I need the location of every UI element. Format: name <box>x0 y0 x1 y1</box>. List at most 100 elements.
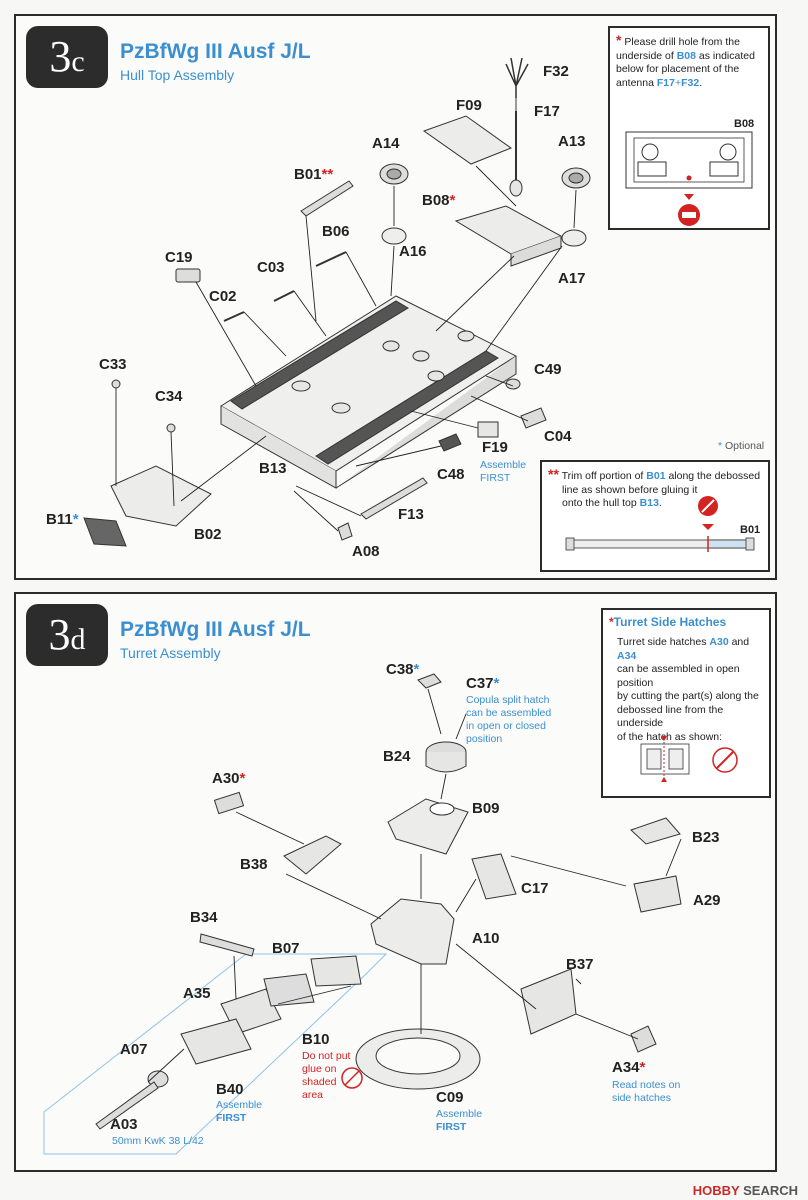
a03-part <box>95 1081 159 1130</box>
hatch-box-line1b: A30 <box>709 636 729 648</box>
a34-note-line2: side hatches <box>612 1092 671 1104</box>
b10-glue-note: Do not put glue on shaded area <box>302 1050 350 1102</box>
c37-note-line1: Copula split hatch <box>466 694 550 706</box>
hatch-box-line5: of the hatch as shown: <box>617 730 723 743</box>
label-c49: C49 <box>534 361 562 378</box>
b11-part <box>83 517 127 547</box>
c04-part <box>520 407 547 429</box>
label-b08: B08* <box>422 192 455 209</box>
a30-part <box>213 791 245 815</box>
step-number-badge: 3d <box>26 604 108 666</box>
hobbysearch-watermark: HOBBY SEARCH <box>693 1183 798 1198</box>
label-a30-text: A30 <box>212 770 240 787</box>
label-b07: B07 <box>272 940 300 957</box>
label-c38-text: C38 <box>386 661 414 678</box>
hatch-box-line1c: and <box>728 636 750 648</box>
label-a35: A35 <box>183 985 211 1002</box>
b10-note-line3: shaded <box>302 1076 337 1088</box>
b10-note-line4: area <box>302 1089 324 1101</box>
label-b40: B40 <box>216 1081 244 1098</box>
drill-note-part-label: B08 <box>734 118 755 130</box>
step-suffix: d <box>70 623 86 656</box>
trim-note-line2: line as shown before gluing it <box>562 483 698 496</box>
a03-gun-note: 50mm KwK 38 L/42 <box>112 1135 204 1147</box>
hatch-cut-diagram <box>640 736 738 782</box>
b23-part <box>630 817 681 845</box>
hatch-box-line4: debossed line from the underside <box>617 703 724 730</box>
drill-note-line4e: . <box>699 76 703 89</box>
b08-drill-diagram <box>625 131 753 226</box>
cutter-icon <box>712 747 738 773</box>
label-b13: B13 <box>259 460 287 477</box>
label-c33: C33 <box>99 356 127 373</box>
trim-note-text: ** Trim off portion of B01 along the deb… <box>548 467 766 511</box>
b40-assemble-note: Assemble FIRST <box>216 1099 262 1125</box>
label-c34: C34 <box>155 388 183 405</box>
label-b01-mark: ** <box>321 166 334 183</box>
b06-part <box>315 251 347 267</box>
label-b38: B38 <box>240 856 268 873</box>
hull-assembly-drawing <box>83 57 591 547</box>
step-title: PzBfWg III Ausf J/L <box>120 40 311 63</box>
label-b01-text: B01 <box>294 166 322 183</box>
leader-lines <box>115 98 577 532</box>
label-a34-mark: * <box>639 1059 646 1076</box>
label-b11-text: B11 <box>46 511 73 528</box>
optional-legend-text: Optional <box>725 440 765 452</box>
label-c48: C48 <box>437 466 465 483</box>
trim-note-line3c: . <box>658 497 662 509</box>
hatch-box-text: Turret side hatches A30 and A34 can be a… <box>617 636 767 744</box>
hatch-box-line1a: Turret side hatches <box>617 636 710 648</box>
a29-part <box>633 875 682 913</box>
label-c17: C17 <box>521 880 549 897</box>
label-b24: B24 <box>383 748 411 765</box>
step-3c-panel: 3c PzBfWg III Ausf J/L Hull Top Assembly <box>14 14 777 580</box>
c34-part <box>166 423 176 433</box>
b40-note-line2: FIRST <box>216 1112 247 1124</box>
b02-part <box>110 465 212 527</box>
step-3d-panel: 3d PzBfWg III Ausf J/L Turret Assembly <box>14 592 777 1172</box>
a34-note: Read notes on side hatches <box>612 1079 680 1105</box>
drill-note-text: * Please drill hole from the underside o… <box>616 32 766 90</box>
drill-note-mark: * <box>616 32 622 48</box>
label-a13: A13 <box>558 133 586 150</box>
label-c09: C09 <box>436 1089 464 1106</box>
drill-note-line2b: B08 <box>676 49 696 62</box>
label-a17: A17 <box>558 270 586 287</box>
label-a29: A29 <box>693 892 721 909</box>
c03-part <box>273 290 295 302</box>
label-a30-mark: * <box>239 770 246 787</box>
step-title: PzBfWg III Ausf J/L <box>120 618 311 641</box>
f32-part <box>505 57 529 98</box>
label-b34: B34 <box>190 909 218 926</box>
label-a03: A03 <box>110 1116 138 1133</box>
trim-note-line3b: B13 <box>639 497 659 509</box>
drill-note-line3: below for placement of the <box>616 63 740 75</box>
c09-assemble-note: Assemble FIRST <box>436 1108 482 1134</box>
label-c37-text: C37 <box>466 675 494 692</box>
label-c04: C04 <box>544 428 572 445</box>
b40-part <box>180 1018 252 1065</box>
label-a34-text: A34 <box>612 1059 640 1076</box>
optional-legend-mark: * <box>718 440 723 452</box>
b10-note-line2: glue on <box>302 1063 337 1075</box>
a16-part <box>381 227 407 245</box>
label-b10: B10 <box>302 1031 330 1048</box>
a10-part <box>370 898 455 965</box>
hatch-box-line3: by cutting the part(s) along the <box>617 690 759 702</box>
c33-part <box>111 379 121 389</box>
label-a14: A14 <box>372 135 400 152</box>
c48-part <box>438 433 462 452</box>
label-f17: F17 <box>534 103 560 120</box>
step-number: 3 <box>48 610 71 659</box>
hatch-box-line1d: A34 <box>617 649 637 662</box>
c09-note-line2: FIRST <box>436 1121 467 1133</box>
label-f32: F32 <box>543 63 569 80</box>
c02-part <box>223 311 245 322</box>
watermark-brand: HOBBY <box>692 1183 740 1198</box>
b01-trim-diagram <box>565 496 755 552</box>
b07-part <box>310 955 362 987</box>
label-b01: B01** <box>294 166 333 183</box>
label-a30: A30* <box>212 770 245 787</box>
